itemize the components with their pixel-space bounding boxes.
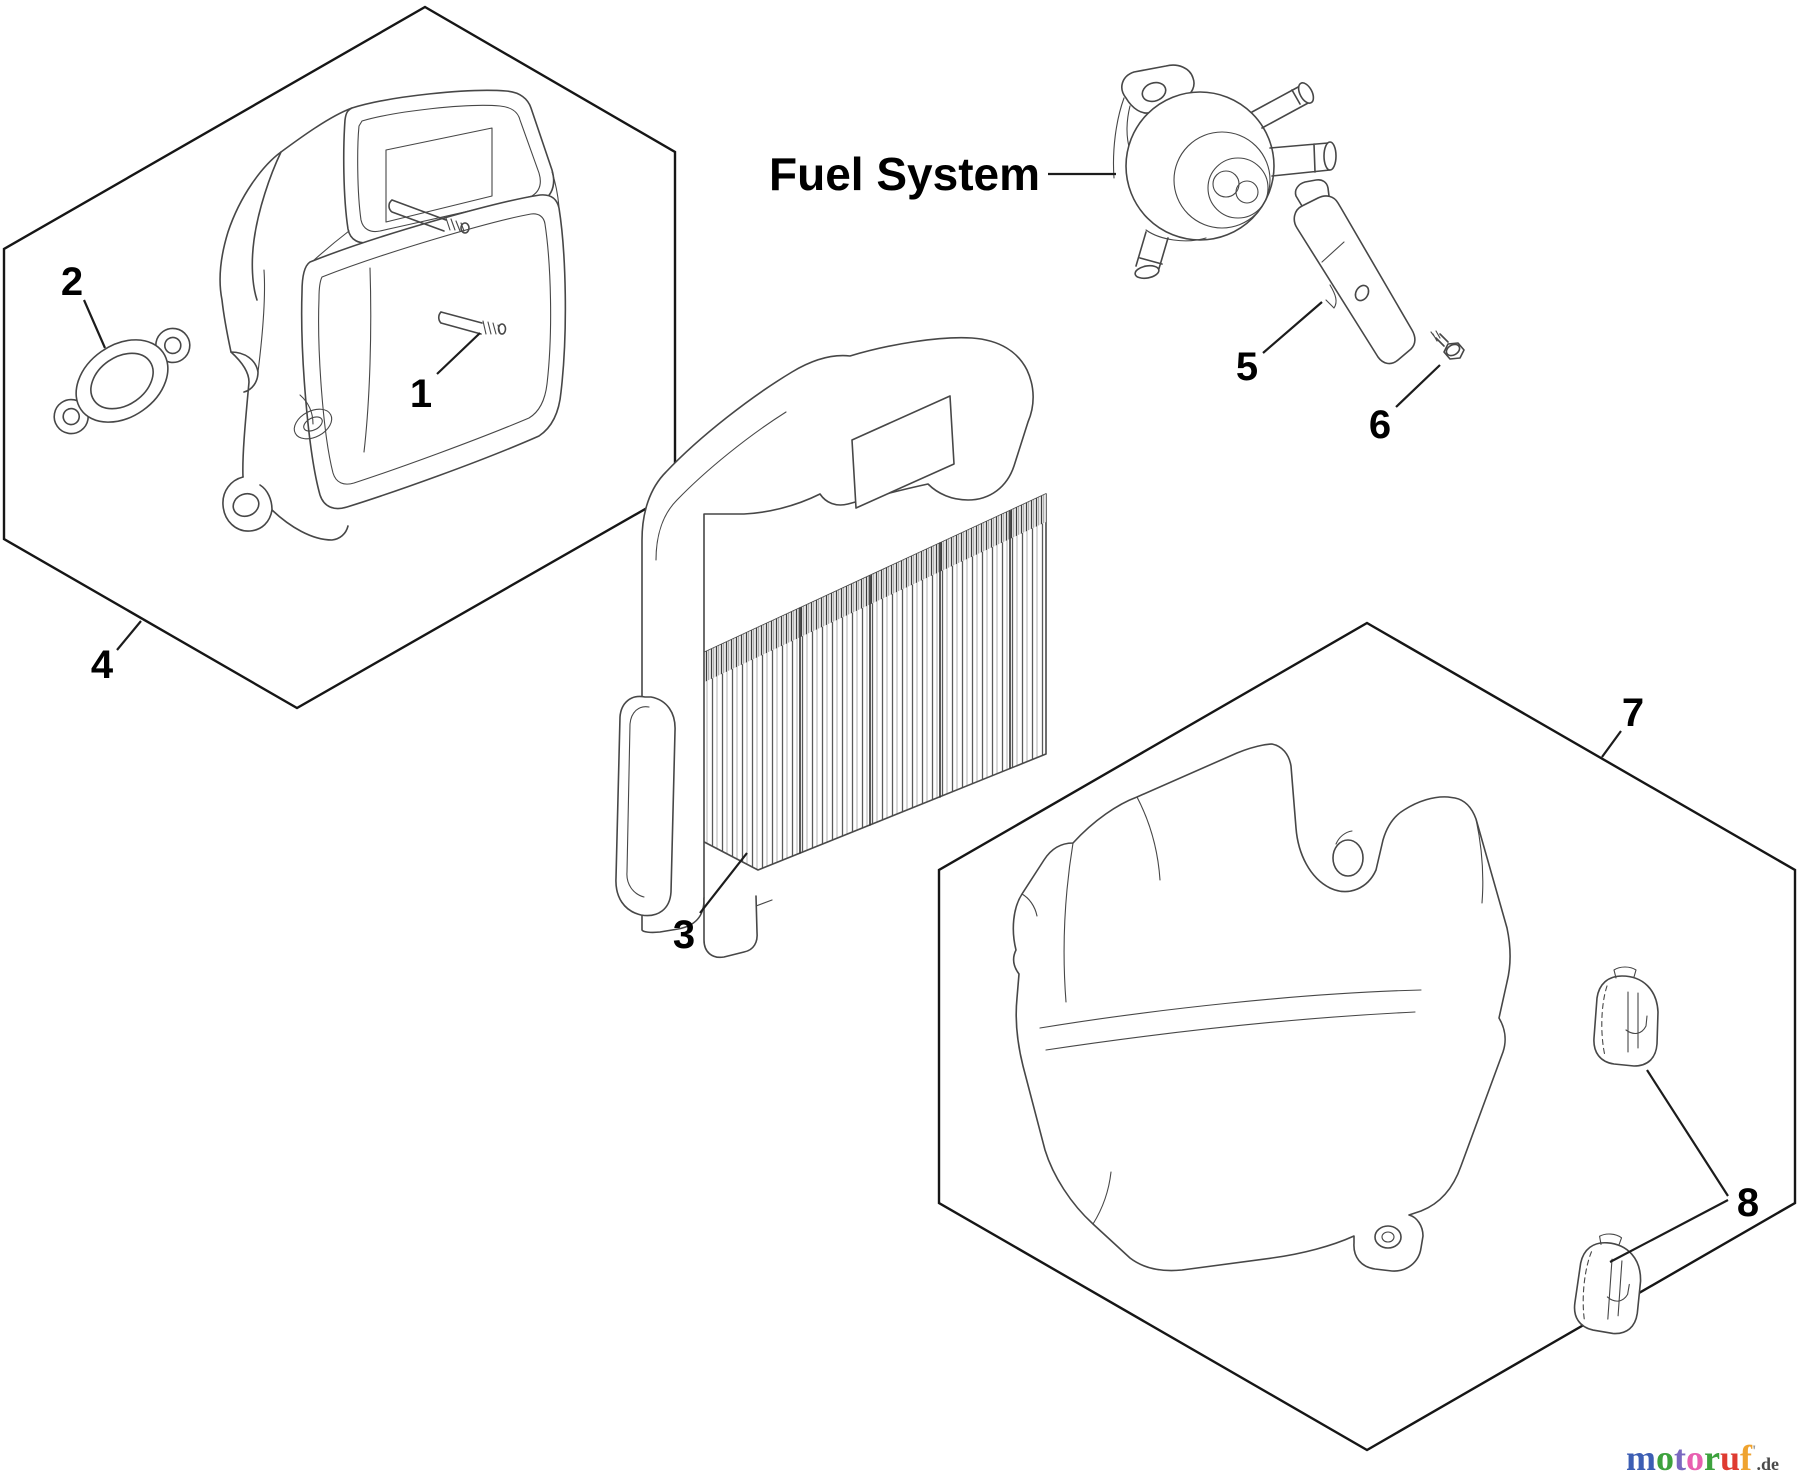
cap-drawing-2 [1572,1231,1645,1336]
leader-3 [699,852,748,914]
callout-5: 5 [1236,345,1258,389]
leader-4 [116,620,142,651]
callout-labels: 1 2 3 4 5 6 7 8 Fuel System [61,148,1759,1225]
air-filter-element-drawing [615,336,1047,959]
screw-drawing [1430,330,1465,360]
logo-letter: m [1626,1438,1656,1475]
cap-drawing-1 [1593,966,1659,1067]
callout-4: 4 [91,643,114,687]
logo-domain-suffix: .de [1756,1454,1779,1474]
air-cleaner-cover-drawing [1012,743,1511,1272]
stud-drawing [437,311,507,335]
leader-6 [1395,364,1441,408]
callout-2: 2 [61,260,83,304]
logo-tick: ' [1752,1443,1757,1460]
logo-letter: o [1656,1438,1674,1475]
logo-letter: r [1704,1438,1720,1475]
gasket-drawing [53,327,191,435]
logo-letter: u [1719,1438,1741,1475]
callout-8: 8 [1737,1181,1759,1225]
cover-kit-boundary [937,621,1797,1452]
callout-3: 3 [673,913,695,957]
callout-1: 1 [410,372,432,416]
callout-leader-lines [82,172,1729,1263]
fuel-pump-drawing [1112,64,1337,280]
logo-letter: f [1740,1438,1753,1475]
upper-stud-drawing [388,199,470,234]
logo-letter: t [1674,1438,1686,1475]
fuel-system-label: Fuel System [769,148,1040,200]
air-cleaner-kit-boundary [2,5,677,710]
leader-7 [1601,730,1622,758]
callout-6: 6 [1369,403,1391,447]
leader-5 [1262,301,1323,354]
fuel-pump-bracket-drawing [1293,179,1416,365]
callout-7: 7 [1622,691,1644,735]
leader-8a [1646,1069,1729,1197]
motoruf-watermark[interactable]: motoruf'.de [1626,1434,1779,1475]
logo-letter: o [1686,1438,1704,1475]
leader-1 [436,332,481,375]
leader-8b [1609,1199,1729,1263]
leader-2 [82,299,107,349]
air-cleaner-base-drawing [219,89,567,541]
